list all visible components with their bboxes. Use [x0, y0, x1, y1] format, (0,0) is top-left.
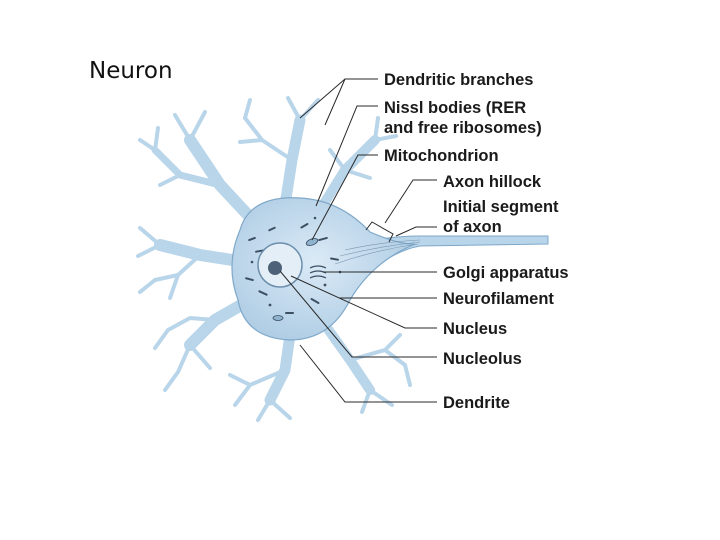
- slide-title: Neuron: [89, 58, 173, 84]
- dendrite-bottom: [264, 329, 296, 406]
- label-neurofilament: Neurofilament: [443, 290, 554, 308]
- label-axon-hillock: Axon hillock: [443, 173, 542, 191]
- mitochondria: [272, 238, 319, 321]
- dendrites: [136, 96, 412, 422]
- dendrite-top: [279, 114, 306, 211]
- label-dendritic-branches: Dendritic branches: [384, 71, 534, 89]
- label-mitochondrion: Mitochondrion: [384, 147, 499, 165]
- label-nissl-bodies: Nissl bodies (RER and free ribosomes): [384, 99, 542, 137]
- label-initial-segment: Initial segment of axon: [443, 198, 559, 236]
- label-nucleus: Nucleus: [443, 320, 508, 338]
- label-dendrite: Dendrite: [443, 394, 510, 412]
- label-golgi-apparatus: Golgi apparatus: [443, 264, 569, 282]
- leader-lines: [279, 78, 437, 403]
- cell-body: [231, 197, 416, 341]
- neurofilaments: [334, 239, 421, 265]
- label-nucleolus: Nucleolus: [443, 350, 522, 368]
- axon-hillock-bracket: [365, 221, 394, 243]
- nucleolus: [268, 261, 282, 275]
